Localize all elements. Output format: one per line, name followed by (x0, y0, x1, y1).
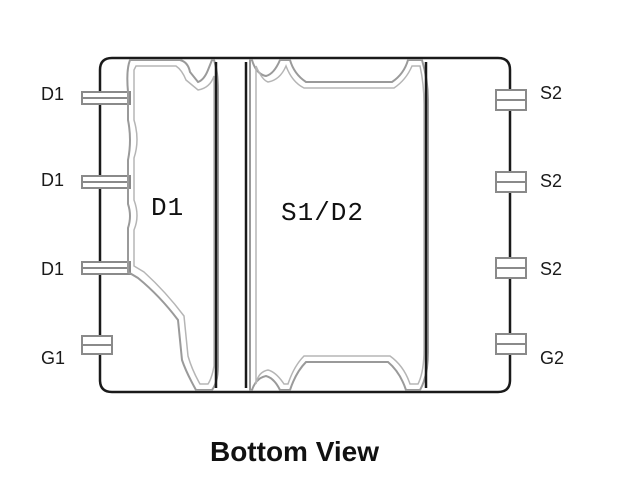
left-pin-3-label: D1 (41, 259, 65, 279)
s1-d2-pad-label: S1/D2 (281, 198, 365, 228)
left-pin-4-label: G1 (41, 348, 66, 368)
d1-pad-label: D1 (151, 193, 185, 223)
right-pin-2-label: S2 (540, 171, 563, 191)
d1-pad-outline (126, 59, 219, 391)
right-pin-1-label: S2 (540, 83, 563, 103)
bottom-view-caption: Bottom View (209, 436, 380, 467)
s1-d2-pad-outline (249, 59, 429, 391)
left-pin-2-label: D1 (41, 170, 65, 190)
right-pin-3-label: S2 (540, 259, 563, 279)
package-body-outline (98, 56, 512, 394)
left-pin-leads (81, 91, 131, 355)
left-pin-1-label: D1 (41, 84, 65, 104)
right-pin-4-label: G2 (540, 348, 565, 368)
